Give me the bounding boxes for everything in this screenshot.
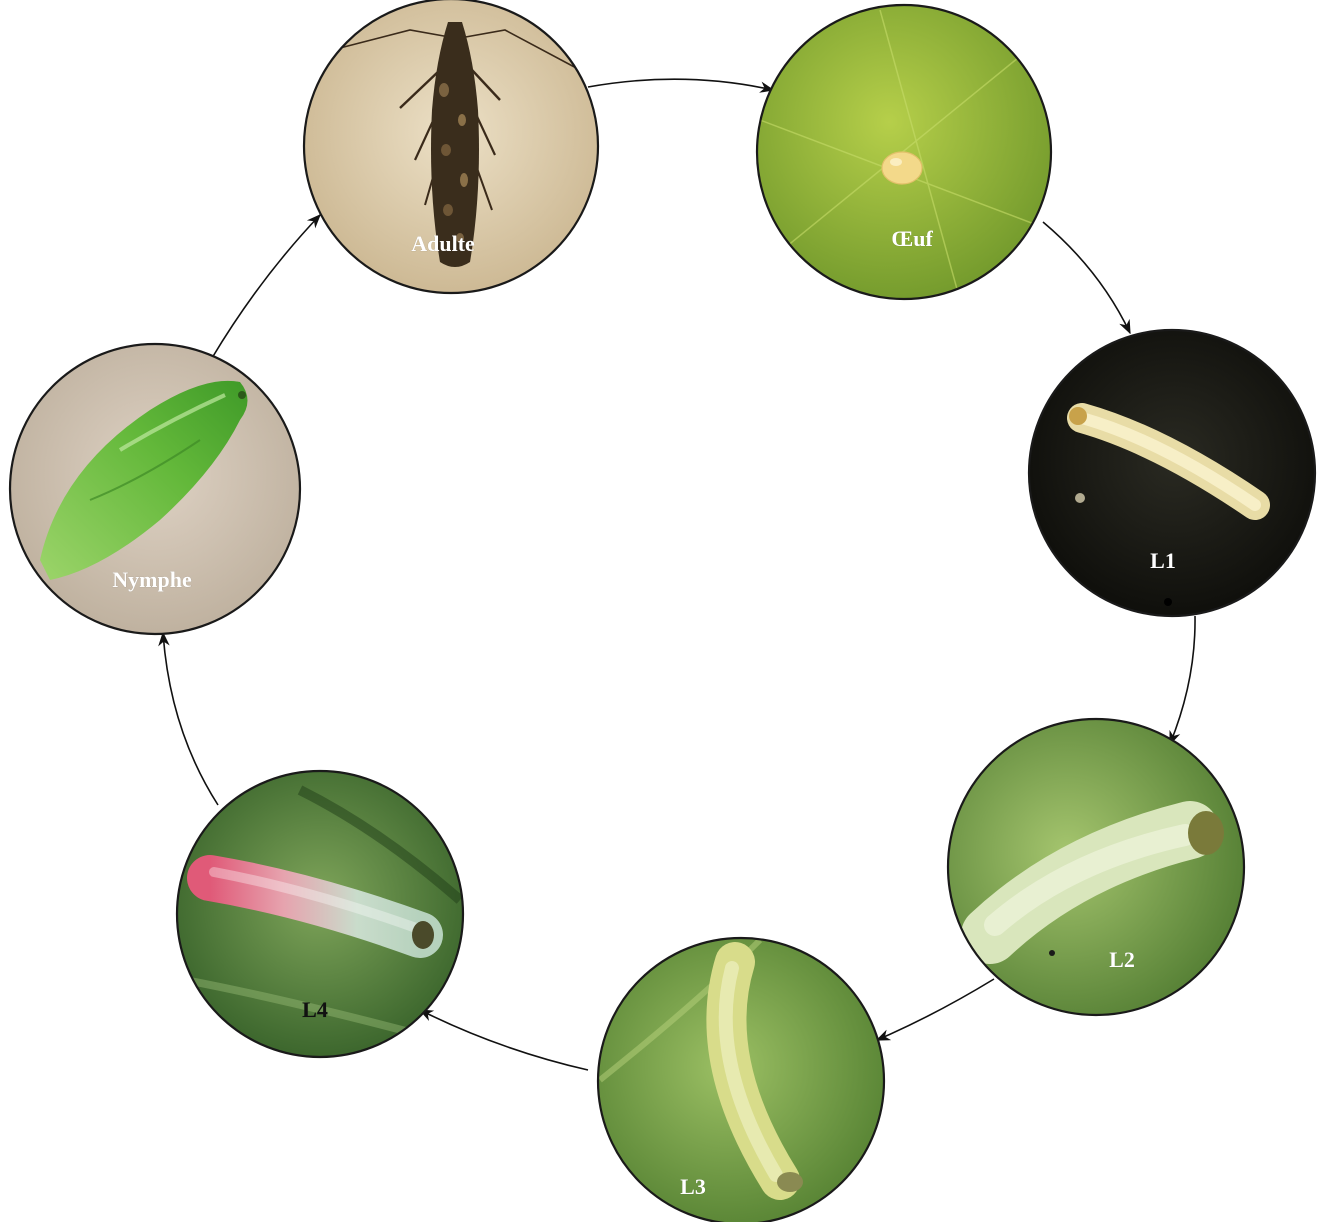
stage-l3: L3 <box>596 936 888 1222</box>
stage-l1: L1 <box>1025 325 1323 625</box>
arrow-l1-to-l2 <box>1170 616 1195 744</box>
arrow-l2-to-l3 <box>877 979 994 1040</box>
egg-icon <box>882 152 922 184</box>
stage-label-nymphe: Nymphe <box>112 567 192 592</box>
stage-label-l4: L4 <box>302 997 328 1022</box>
stage-label-l1: L1 <box>1150 548 1176 573</box>
stage-adulte: Adulte <box>300 0 605 300</box>
stage-oeuf: Œuf <box>752 0 1057 305</box>
stage-l4: L4 <box>175 770 465 1060</box>
stage-label-oeuf: Œuf <box>891 226 933 251</box>
stage-label-adulte: Adulte <box>411 231 475 256</box>
l1-photo-background <box>1025 325 1323 625</box>
stage-label-l2: L2 <box>1109 947 1135 972</box>
arrow-l4-to-nymphe <box>163 633 218 805</box>
arrow-oeuf-to-l1 <box>1043 222 1130 333</box>
stage-nymphe: Nymphe <box>8 342 303 637</box>
arrow-nymphe-to-adulte <box>212 215 320 358</box>
arrow-l3-to-l4 <box>420 1010 588 1070</box>
stage-label-l3: L3 <box>680 1174 706 1199</box>
stage-l2: L2 <box>945 715 1250 1020</box>
arrow-adulte-to-oeuf <box>588 79 773 90</box>
